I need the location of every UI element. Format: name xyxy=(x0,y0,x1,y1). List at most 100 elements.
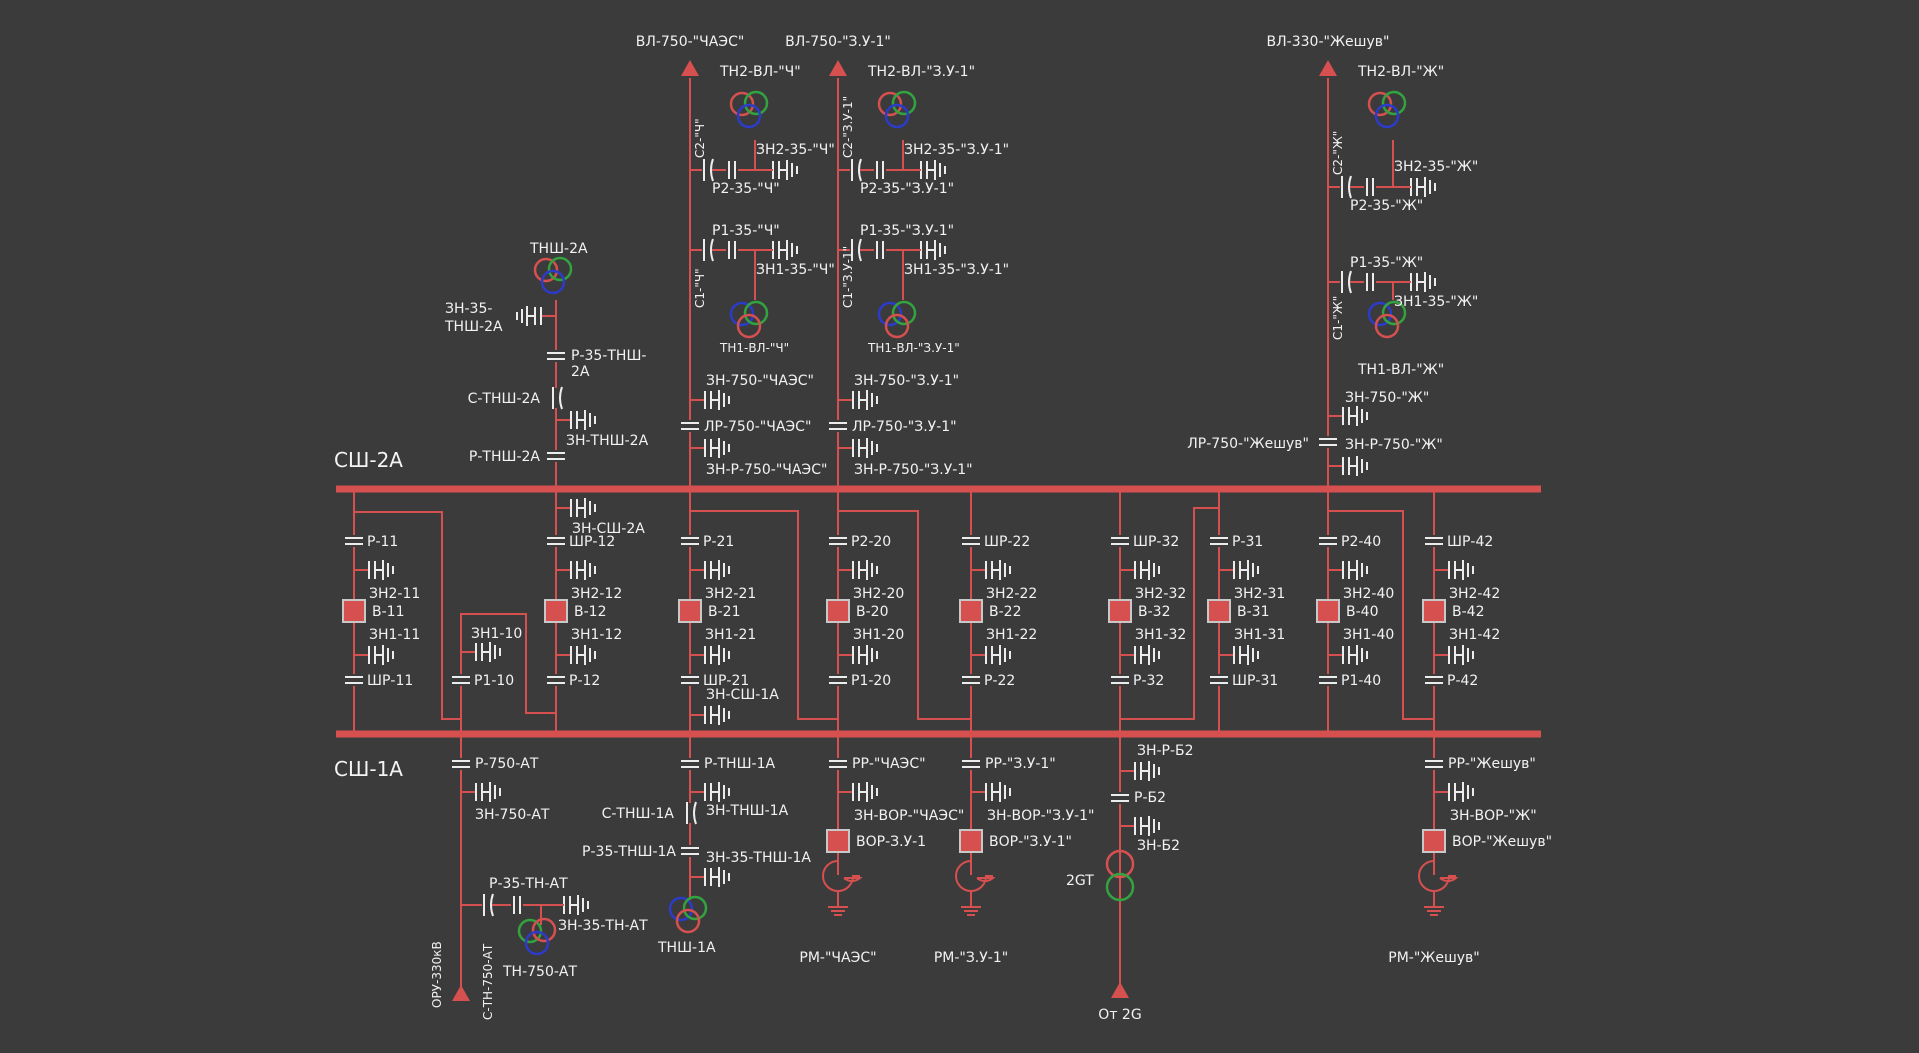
b3-znsh-switch[interactable] xyxy=(556,498,596,518)
gen-znrb2-switch[interactable] xyxy=(1120,761,1160,781)
chaes-r235-switch[interactable] xyxy=(726,161,738,179)
b5-bot-switch[interactable] xyxy=(829,674,847,686)
zh-r235-switch[interactable] xyxy=(1364,178,1376,196)
chaes-zn750-switch[interactable] xyxy=(690,390,730,410)
b2-bot-switch[interactable] xyxy=(452,674,470,686)
at-tn-icon[interactable] xyxy=(517,917,557,956)
b5-zn2-switch[interactable] xyxy=(838,560,878,580)
gen-transformer-icon[interactable] xyxy=(1105,849,1135,879)
b1-zn1-switch[interactable] xyxy=(354,645,394,665)
zu1-r135-switch[interactable] xyxy=(874,241,886,259)
gen-znb2-switch[interactable] xyxy=(1120,816,1160,836)
tsh2a-r35-switch[interactable] xyxy=(547,350,565,362)
b5-breaker-icon[interactable] xyxy=(826,599,850,623)
zu1-zn750-switch[interactable] xyxy=(838,390,878,410)
b6-zn1-switch[interactable] xyxy=(971,645,1011,665)
rzu1-reactor-icon[interactable] xyxy=(955,853,996,916)
chaes-lr750-switch[interactable] xyxy=(681,420,699,432)
rzh-znvor-switch[interactable] xyxy=(1434,782,1474,802)
rchaes-vor-breaker-icon[interactable] xyxy=(826,829,850,853)
at-r35-switch[interactable] xyxy=(511,896,523,914)
zh-tn2-icon[interactable] xyxy=(1367,90,1407,129)
b2-zn1-switch[interactable] xyxy=(461,642,501,662)
zu1-r235-switch[interactable] xyxy=(874,161,886,179)
chaes-zn235-switch[interactable] xyxy=(772,160,798,180)
b8-top-switch[interactable] xyxy=(1210,535,1228,547)
b10-breaker-icon[interactable] xyxy=(1422,599,1446,623)
b3-top-switch[interactable] xyxy=(547,535,565,547)
zh-lr750-switch[interactable] xyxy=(1319,436,1337,448)
b4-top-switch[interactable] xyxy=(681,535,699,547)
tsh1a-r35-switch[interactable] xyxy=(681,845,699,857)
b6-breaker-icon[interactable] xyxy=(959,599,983,623)
b6-bot-switch[interactable] xyxy=(962,674,980,686)
b10-zn2-switch[interactable] xyxy=(1434,560,1474,580)
b10-top-switch[interactable] xyxy=(1425,535,1443,547)
at-zn750-switch[interactable] xyxy=(461,782,501,802)
zu1-zn235-switch[interactable] xyxy=(920,160,946,180)
b7-top-switch[interactable] xyxy=(1111,535,1129,547)
b8-bot-switch[interactable] xyxy=(1210,674,1228,686)
tsh2a-zn35-switch[interactable] xyxy=(516,306,556,326)
rzh-reactor-icon[interactable] xyxy=(1418,853,1459,916)
zh-zn235-switch[interactable] xyxy=(1410,177,1436,197)
b7-breaker-icon[interactable] xyxy=(1108,599,1132,623)
b6-zn2-switch[interactable] xyxy=(971,560,1011,580)
b4-breaker-icon[interactable] xyxy=(678,599,702,623)
rzu1-znvor-switch[interactable] xyxy=(971,782,1011,802)
tsh2a-zn-switch[interactable] xyxy=(556,410,596,430)
b4-bot-switch[interactable] xyxy=(681,674,699,686)
zh-zn135-switch[interactable] xyxy=(1410,272,1436,292)
b5-top-switch[interactable] xyxy=(829,535,847,547)
b7-zn1-switch[interactable] xyxy=(1120,645,1160,665)
b9-zn1-switch[interactable] xyxy=(1328,645,1368,665)
zu1-tn2-icon[interactable] xyxy=(877,90,917,129)
zu1-zn135-switch[interactable] xyxy=(920,240,946,260)
b1-breaker-icon[interactable] xyxy=(342,599,366,623)
tsh1a-zn35-switch[interactable] xyxy=(690,867,730,887)
b3-zn1-switch[interactable] xyxy=(556,645,596,665)
tsh1a-r-switch[interactable] xyxy=(681,758,699,770)
at-zn35-switch[interactable] xyxy=(563,895,589,915)
zu1-c2-cap[interactable] xyxy=(850,158,862,182)
b8-breaker-icon[interactable] xyxy=(1207,599,1231,623)
gen-transformer-icon[interactable] xyxy=(1105,872,1135,902)
b4-zn1-switch[interactable] xyxy=(690,645,730,665)
b3-zn2-switch[interactable] xyxy=(556,560,596,580)
chaes-r135-switch[interactable] xyxy=(726,241,738,259)
chaes-znr750-switch[interactable] xyxy=(690,438,730,458)
zh-r135-switch[interactable] xyxy=(1364,273,1376,291)
b4-zn2-switch[interactable] xyxy=(690,560,730,580)
b1-zn2-switch[interactable] xyxy=(354,560,394,580)
b1-bot-switch[interactable] xyxy=(345,674,363,686)
tsh1a-c-cap[interactable] xyxy=(685,801,697,825)
zh-c1-cap[interactable] xyxy=(1340,270,1352,294)
b3-bot-switch[interactable] xyxy=(547,674,565,686)
b9-bot-switch[interactable] xyxy=(1319,674,1337,686)
zh-c2-cap[interactable] xyxy=(1340,175,1352,199)
chaes-c1-cap[interactable] xyxy=(702,238,714,262)
b10-bot-switch[interactable] xyxy=(1425,674,1443,686)
zh-tn1-icon[interactable] xyxy=(1367,300,1407,339)
rzh-vor-breaker-icon[interactable] xyxy=(1422,829,1446,853)
b6-top-switch[interactable] xyxy=(962,535,980,547)
zu1-tn1-icon[interactable] xyxy=(877,300,917,339)
rchaes-znvor-switch[interactable] xyxy=(838,782,878,802)
b9-zn2-switch[interactable] xyxy=(1328,560,1368,580)
b9-top-switch[interactable] xyxy=(1319,535,1337,547)
zh-zn750-switch[interactable] xyxy=(1328,406,1368,426)
chaes-tn1-icon[interactable] xyxy=(729,300,769,339)
zu1-znr750-switch[interactable] xyxy=(838,438,878,458)
rchaes-reactor-icon[interactable] xyxy=(822,853,863,916)
tsh2a-r-switch[interactable] xyxy=(547,450,565,462)
chaes-c2-cap[interactable] xyxy=(702,158,714,182)
b10-zn1-switch[interactable] xyxy=(1434,645,1474,665)
gen-rb2-switch[interactable] xyxy=(1111,792,1129,804)
tsh2a-c-cap[interactable] xyxy=(551,386,563,410)
b5-zn1-switch[interactable] xyxy=(838,645,878,665)
zu1-lr750-switch[interactable] xyxy=(829,420,847,432)
zu1-c1-cap[interactable] xyxy=(850,238,862,262)
tsh1a-zn-switch[interactable] xyxy=(690,782,730,802)
tsh1a-tn-icon[interactable] xyxy=(668,895,708,934)
b7-bot-switch[interactable] xyxy=(1111,674,1129,686)
